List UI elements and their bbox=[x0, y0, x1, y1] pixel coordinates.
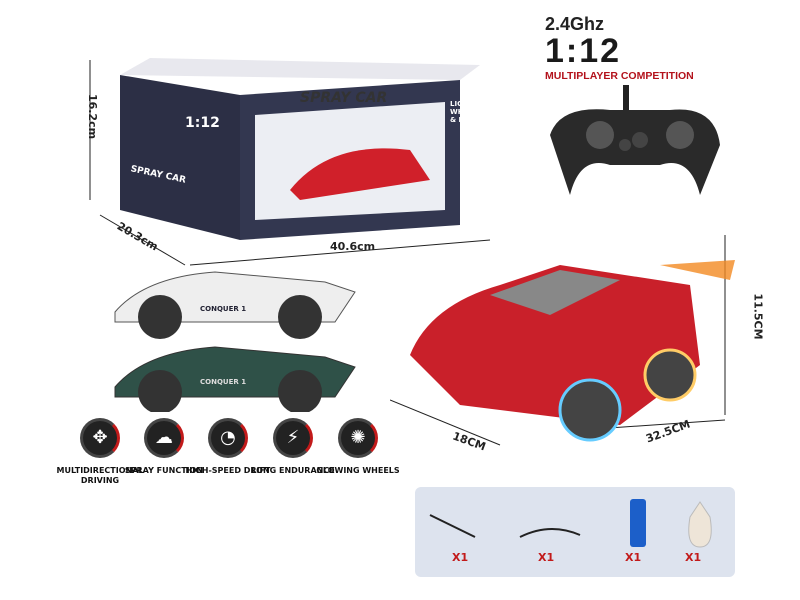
usb-cable-icon bbox=[519, 527, 581, 538]
spray-icon: ☁ bbox=[144, 418, 184, 458]
box-side bbox=[120, 75, 240, 240]
bottle-qty: X1 bbox=[685, 551, 702, 564]
length-dim-line bbox=[189, 239, 491, 266]
battery-qty: X1 bbox=[625, 551, 642, 564]
cable-qty: X1 bbox=[538, 551, 555, 564]
red-car-image bbox=[390, 235, 735, 446]
multidirectional-icon: ✥ bbox=[80, 418, 120, 458]
battery-icon: ⚡ bbox=[273, 418, 313, 458]
car-variants bbox=[114, 271, 356, 412]
tagline: MULTIPLAYER COMPETITION bbox=[545, 70, 694, 82]
box-title: SPRAY CAR bbox=[300, 90, 388, 106]
speedometer-icon: ◔ bbox=[208, 418, 248, 458]
scale-label: 1:12 bbox=[545, 32, 622, 70]
wheel-icon: ✺ bbox=[338, 418, 378, 458]
product-box bbox=[89, 58, 491, 266]
screwdriver-qty: X1 bbox=[452, 551, 469, 564]
box-height: 16.2cm bbox=[86, 93, 100, 140]
car-height: 11.5CM bbox=[751, 293, 765, 340]
feature-multidirectional: ✥MULTIDIRECTIONAL DRIVING bbox=[55, 418, 145, 486]
feature-endurance: ⚡LONG ENDURANCE bbox=[248, 418, 338, 476]
screwdriver-icon bbox=[429, 514, 476, 538]
remote-controller bbox=[550, 85, 720, 195]
box-scale: 1:12 bbox=[185, 115, 220, 131]
feature-spray: ☁SPRAY FUNCTION bbox=[119, 418, 209, 476]
accessories-panel: X1 X1 X1 X1 bbox=[415, 487, 735, 577]
depth-dim-line bbox=[99, 214, 186, 266]
box-age: 6+ bbox=[470, 75, 484, 85]
feature-wheels: ✺GLOWING WHEELS bbox=[313, 418, 403, 476]
battery-pack-icon bbox=[630, 499, 646, 547]
spray-bottle-icon bbox=[688, 501, 712, 548]
feature-drift: ◔HIGH-SPEED DRIFT bbox=[183, 418, 273, 476]
accessory-images bbox=[429, 499, 712, 548]
green-car-label: CONQUER 1 bbox=[200, 378, 247, 386]
frequency-label: 2.4Ghz bbox=[545, 14, 605, 34]
box-car-image bbox=[290, 148, 430, 200]
box-feature: LIGHT UP WHEELS & BODY bbox=[450, 100, 487, 124]
box-length: 40.6cm bbox=[330, 240, 376, 253]
white-car-label: CONQUER 1 bbox=[200, 305, 247, 313]
